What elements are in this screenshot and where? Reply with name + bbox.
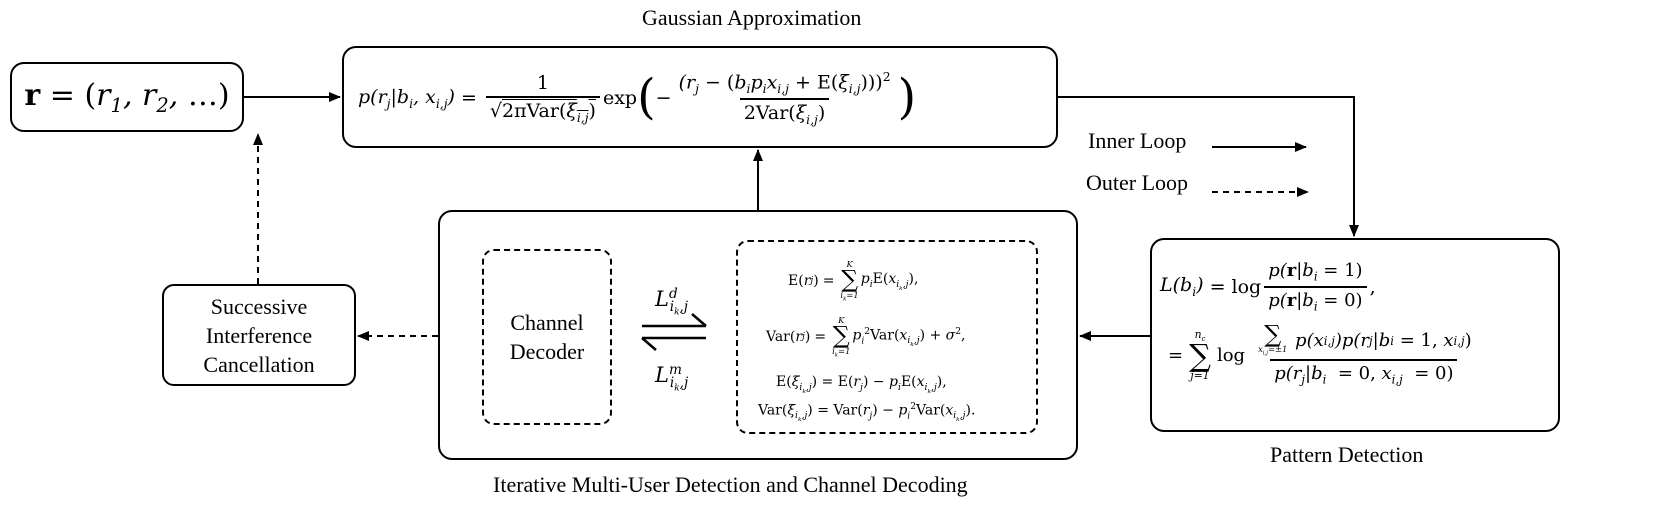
outer-loop-legend-label: Outer Loop bbox=[1086, 170, 1189, 195]
mud-llr-label: Lmik,j bbox=[655, 362, 689, 394]
pattern-detection-box: L(bi)=log p(r|bi = 1)p(r|bi = 0), = nc∑j… bbox=[1150, 238, 1560, 432]
sic-label: Successive Interference Cancellation bbox=[203, 293, 315, 377]
sic-box: Successive Interference Cancellation bbox=[162, 284, 356, 386]
xi-mean-equation: E(ξik,j) = E(rj) − piE(xik,j), bbox=[776, 374, 947, 395]
llr-definition-equation: L(bi)=log p(r|bi = 1)p(r|bi = 0), bbox=[1160, 260, 1376, 314]
gaussian-pdf-equation: p(rj|bi, xi,j) = 1√2πVar(ξi,j) exp ( − (… bbox=[358, 69, 917, 127]
decoder-llr-label: Ldik,j bbox=[655, 286, 689, 318]
channel-decoder-label: Channel Decoder bbox=[509, 310, 585, 364]
xi-var-equation: Var(ξik,j) = Var(rj) − pi2Var(xik,j). bbox=[758, 402, 976, 424]
channel-decoder-box: Channel Decoder bbox=[482, 249, 612, 425]
iterative-detection-title: Iterative Multi-User Detection and Chann… bbox=[493, 472, 968, 497]
llr-exchange-harpoons bbox=[641, 313, 707, 351]
pattern-detection-title: Pattern Detection bbox=[1270, 442, 1424, 467]
gaussian-approximation-box: p(rj|bi, xi,j) = 1√2πVar(ξi,j) exp ( − (… bbox=[342, 46, 1058, 148]
received-vector-equation: r = (r1, r2, …) bbox=[24, 77, 230, 117]
received-vector-box: r = (r1, r2, …) bbox=[10, 62, 244, 132]
inner-loop-legend-label: Inner Loop bbox=[1088, 128, 1187, 153]
arrow-gaussian-to-pattern bbox=[1058, 96, 1359, 237]
gaussian-approximation-title: Gaussian Approximation bbox=[642, 5, 862, 30]
